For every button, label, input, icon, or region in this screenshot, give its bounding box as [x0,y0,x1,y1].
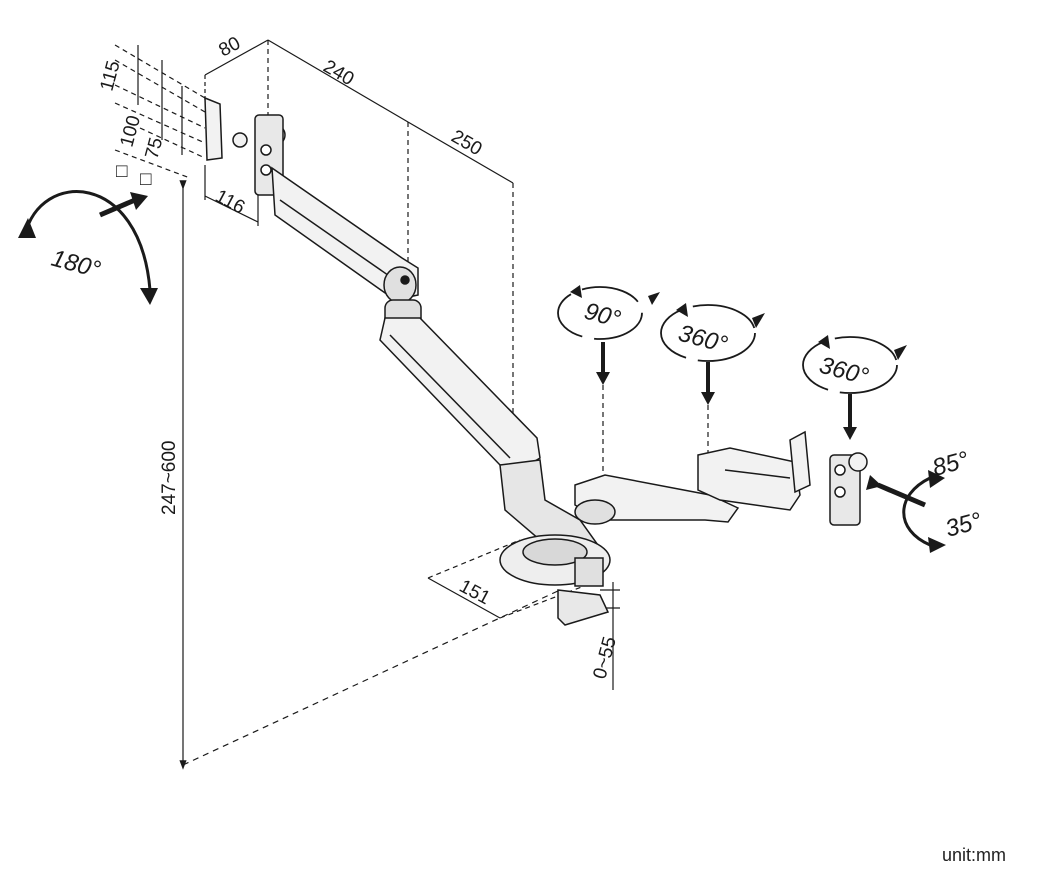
rotate-90-ellipse [557,286,643,340]
tilt-arc [902,476,931,547]
dim-151: 151 [456,576,494,609]
rotate-180-arc [23,190,152,291]
dim-247-600: 247~600 [159,441,180,516]
vesa-square-75: □ [140,169,152,190]
rotation-arrows [18,190,946,553]
desk-clamp [574,557,604,587]
dim-100: 100 [117,113,145,149]
dim-240: 240 [320,56,358,90]
dim-250: 250 [448,126,486,160]
angle-85: 85° [930,446,972,482]
dim-0-55: 0~55 [590,635,621,682]
dim-75: 75 [142,135,168,161]
push-arrow-left [99,197,136,218]
angle-180: 180° [48,245,103,284]
dim-115: 115 [97,59,125,94]
dim-116: 116 [212,186,249,219]
dim-80: 80 [215,33,244,61]
angle-360-a: 360° [675,320,730,359]
right-upper-arm [697,447,801,511]
angle-35: 35° [943,507,985,543]
vesa-square-100: □ [116,161,128,182]
right-vesa-plate [789,430,811,494]
left-lower-arm [379,317,541,471]
rotate-360-ellipse-b [802,336,898,394]
clamp-screw [557,589,610,626]
left-vesa-plate [204,96,223,161]
angle-90: 90° [581,298,623,334]
rotate-360-ellipse-a [660,304,756,362]
unit-label: unit:mm [942,845,1007,865]
dimension-lines [114,39,709,770]
angle-360-b: 360° [816,352,871,391]
monitor-arm [204,96,868,626]
left-upper-arm [271,166,419,301]
push-arrow-right [877,482,926,508]
